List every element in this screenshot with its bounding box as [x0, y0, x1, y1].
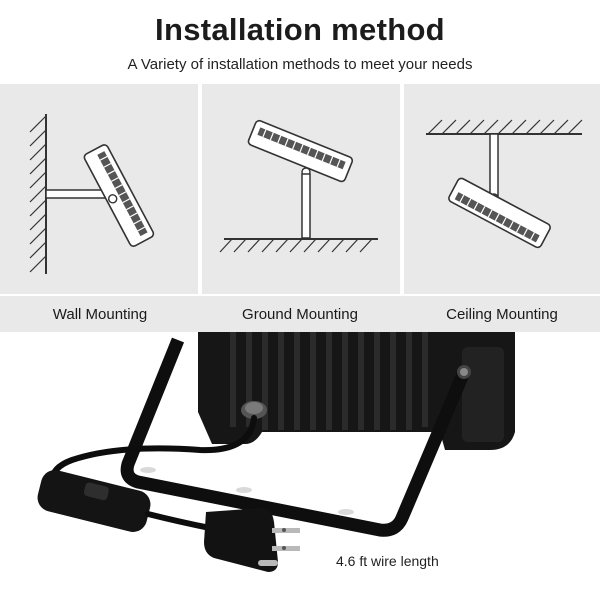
ceiling-mounting-label: Ceiling Mounting [446, 306, 558, 323]
ground-mount-panel [202, 84, 400, 294]
power-plug [204, 508, 300, 572]
ground-mounting-label: Ground Mounting [242, 306, 358, 323]
ground-mount-icon [219, 119, 378, 253]
wall-mounting-label: Wall Mounting [52, 306, 148, 323]
floodlight-product-image [37, 332, 515, 572]
wall-mount-panel [0, 84, 198, 294]
wall-mount-icon [29, 114, 155, 274]
light-housing [198, 332, 515, 450]
method-label-band [0, 296, 600, 332]
power-cable [48, 415, 257, 487]
mounting-bracket [120, 337, 470, 537]
page-subtitle: A Variety of installation methods to mee… [127, 56, 473, 73]
inline-switch [37, 470, 151, 532]
ceiling-mount-icon [426, 119, 583, 249]
page-title: Installation method [155, 12, 445, 47]
ceiling-mount-panel [404, 84, 600, 294]
wire-length-label: 4.6 ft wire length [336, 553, 439, 569]
